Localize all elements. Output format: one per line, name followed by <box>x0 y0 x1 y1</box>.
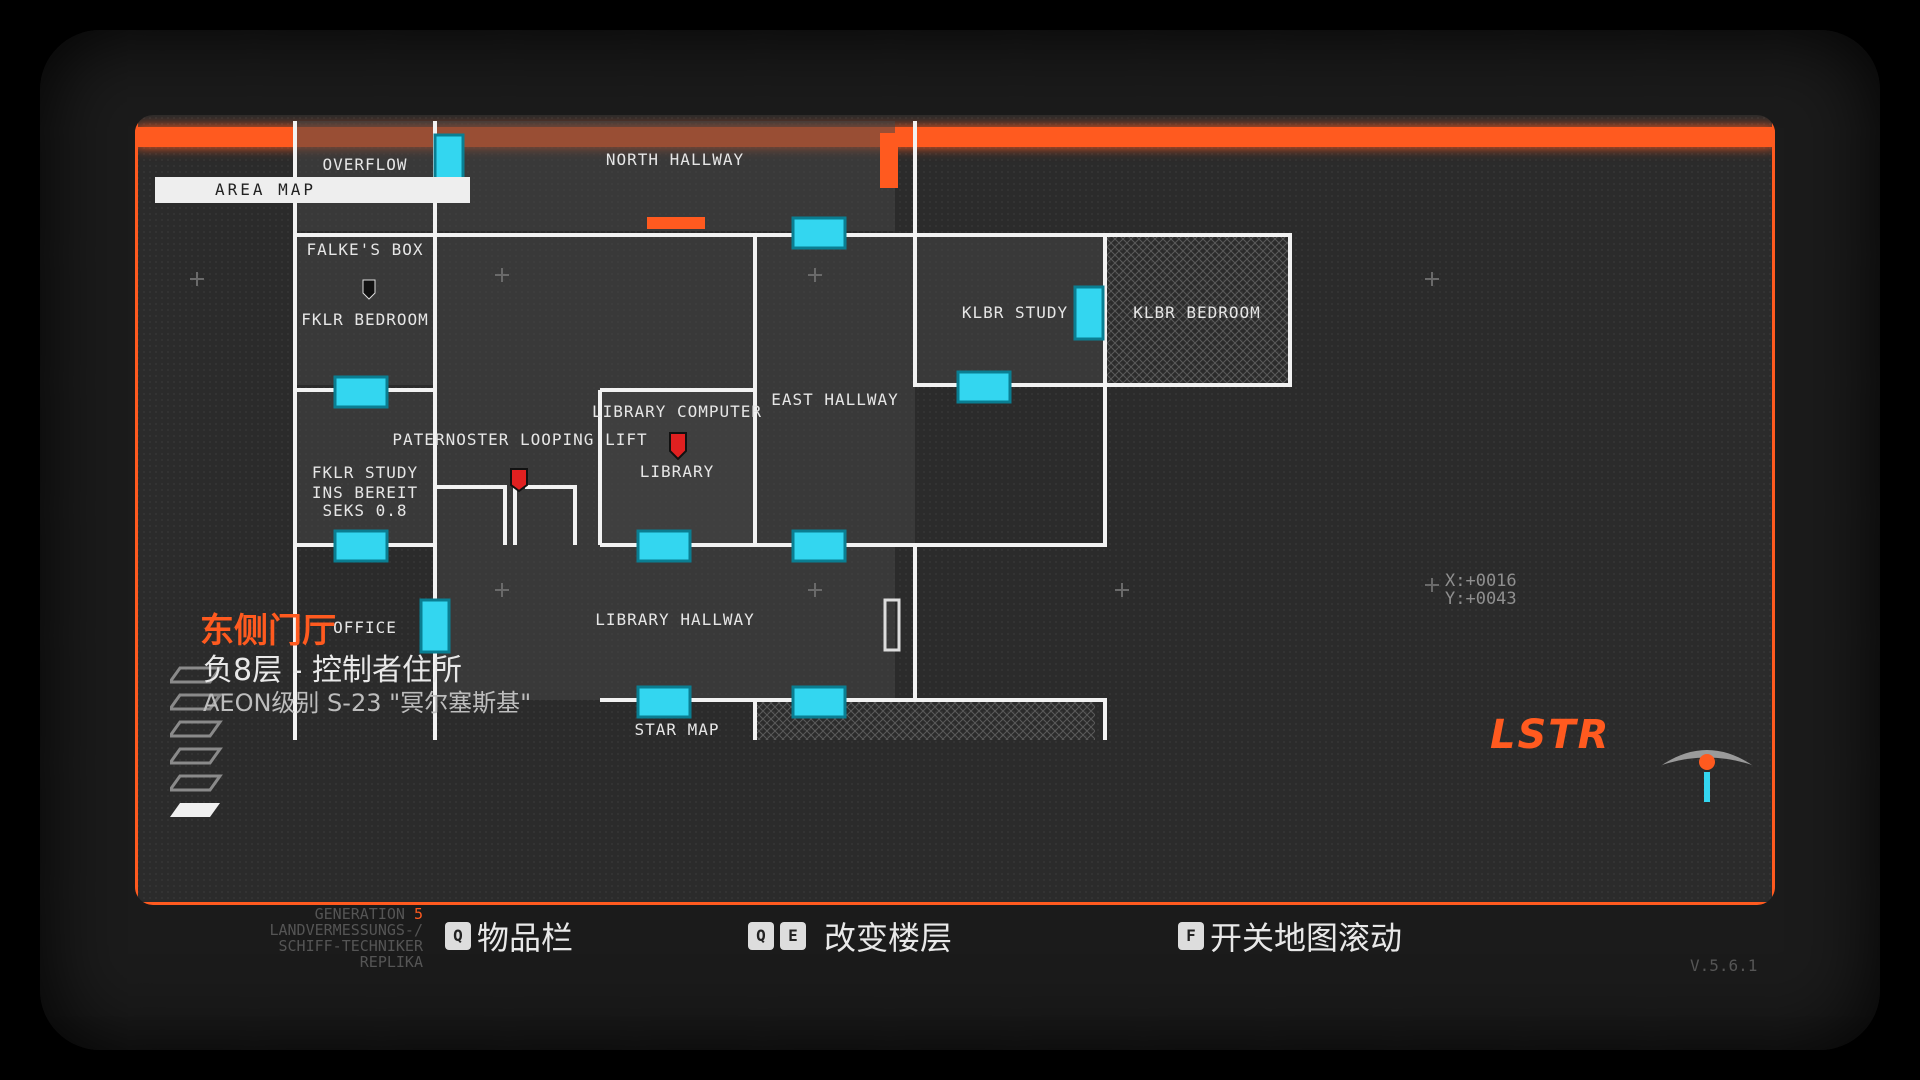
room-fklr-bedroom <box>295 235 435 385</box>
label-fklr-bedroom: FKLR BEDROOM <box>301 310 429 329</box>
label-fklr-study-sub: INS BEREIT <box>312 483 418 502</box>
door <box>636 529 692 563</box>
hint-inventory[interactable]: Q 物品栏 <box>445 913 573 959</box>
sector-name: AEON级别 S-23 "冥尔塞斯基" <box>203 689 532 717</box>
label-office: OFFICE <box>333 618 397 637</box>
map-walls <box>293 121 1292 740</box>
room-klbr-bedroom <box>1105 235 1290 385</box>
room-library-hallway <box>435 545 895 700</box>
door-locked <box>647 217 705 229</box>
hint-change-floor-label: 改变楼层 <box>824 919 953 957</box>
gen-label: GENERATION <box>314 905 405 923</box>
door-closed <box>883 598 901 652</box>
label-library-computer: LIBRARY COMPUTER <box>592 402 762 421</box>
map-doors <box>333 133 1105 719</box>
player-marker-icon <box>669 432 687 461</box>
hint-map-scroll[interactable]: F 开关地图滚动 <box>1178 913 1402 959</box>
door-locked <box>880 133 898 188</box>
marker-icon <box>362 279 376 300</box>
label-north-hallway: NORTH HALLWAY <box>606 150 744 169</box>
area-name: 东侧门厅 <box>200 611 336 651</box>
label-star-map: STAR MAP <box>634 720 719 739</box>
grid-crosses <box>190 268 1439 597</box>
hint-inventory-label: 物品栏 <box>477 919 574 957</box>
key-q-icon: Q <box>445 922 471 950</box>
door <box>333 375 389 409</box>
key-e-icon: E <box>780 922 806 950</box>
coord-y: Y:+0043 <box>1445 589 1517 609</box>
floor-name: 负8层 - 控制者住所 <box>203 653 462 688</box>
room-fklr-study <box>295 390 435 545</box>
floor-stack-icon <box>170 666 223 817</box>
version-label: V.5.6.1 <box>1690 956 1758 975</box>
lift-marker-icon <box>510 468 528 493</box>
gen-line4: REPLIKA <box>359 953 423 971</box>
label-klbr-bedroom: KLBR BEDROOM <box>1133 303 1261 322</box>
key-f-icon: F <box>1178 922 1204 950</box>
door <box>791 529 847 563</box>
label-falke-box: FALKE'S BOX <box>307 240 424 259</box>
label-library-hallway: LIBRARY HALLWAY <box>595 610 755 629</box>
room-klbr-study <box>915 235 1105 385</box>
label-east-hallway: EAST HALLWAY <box>771 390 899 409</box>
coord-x: X:+0016 <box>1445 571 1517 591</box>
door <box>636 685 692 719</box>
door <box>956 370 1012 404</box>
coordinate-readout: X:+0016 Y:+0043 <box>1445 572 1517 608</box>
emblem-icon <box>1662 750 1752 802</box>
gen-line3: SCHIFF-TECHNIKER <box>278 937 424 955</box>
lstr-logo: LSTR <box>1490 712 1611 758</box>
label-fklr-study-sub2: SEKS 0.8 <box>322 501 407 520</box>
gen-number: 5 <box>413 905 423 923</box>
label-klbr-study: KLBR STUDY <box>962 303 1068 322</box>
door <box>791 685 847 719</box>
door <box>1073 285 1105 341</box>
map-screen: OVERFLOW NORTH HALLWAY FALKE'S BOX FKLR … <box>135 115 1775 905</box>
room-north-hallway <box>435 121 895 231</box>
door <box>791 216 847 250</box>
room-overflow <box>295 121 435 231</box>
key-q-icon: Q <box>748 922 774 950</box>
label-fklr-study: FKLR STUDY <box>312 463 418 482</box>
generation-info: GENERATION 5 LANDVERMESSUNGS-/ SCHIFF-TE… <box>138 906 423 970</box>
door <box>333 529 389 563</box>
label-paternoster: PATERNOSTER LOOPING LIFT <box>392 430 647 449</box>
room-library <box>600 390 755 545</box>
door <box>419 598 451 654</box>
gen-line2: LANDVERMESSUNGS-/ <box>269 921 423 939</box>
area-map-tab: AREA MAP <box>155 177 470 203</box>
hint-change-floor[interactable]: Q E 改变楼层 <box>748 913 952 959</box>
hint-map-scroll-label: 开关地图滚动 <box>1210 919 1403 957</box>
room-east-hallway <box>755 235 915 545</box>
label-library: LIBRARY <box>640 462 714 481</box>
label-overflow: OVERFLOW <box>322 155 407 174</box>
area-map[interactable]: OVERFLOW NORTH HALLWAY FALKE'S BOX FKLR … <box>135 115 1775 905</box>
